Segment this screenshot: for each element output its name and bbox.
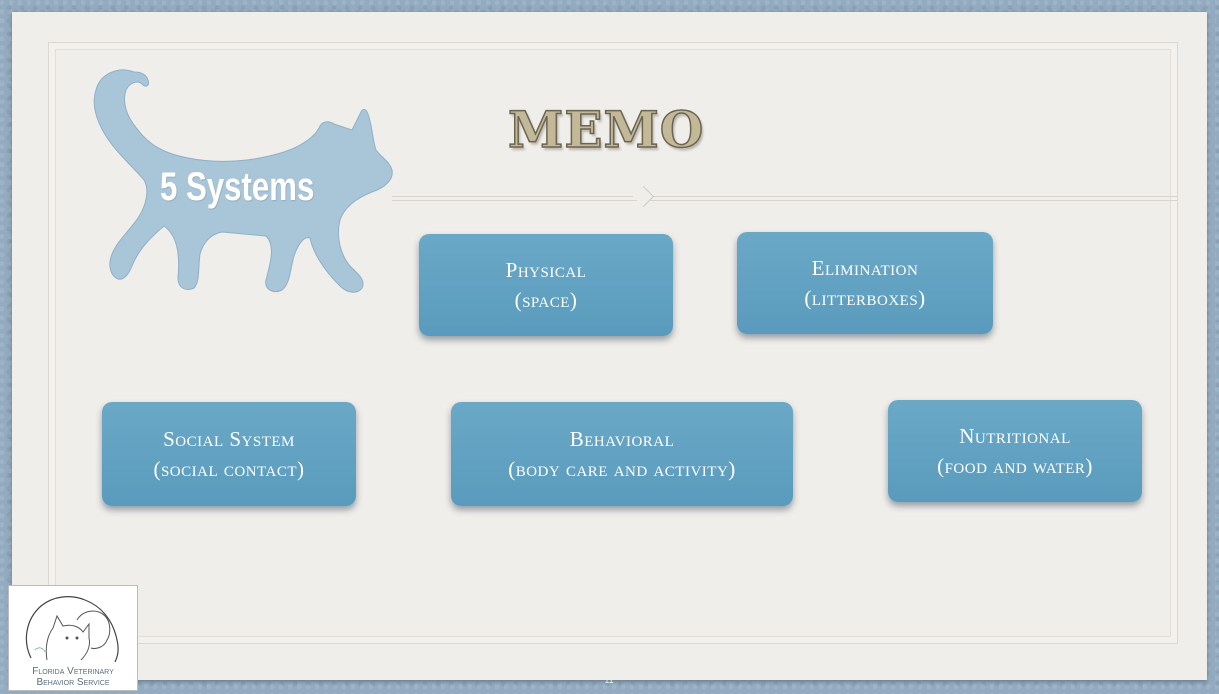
system-name: Elimination <box>811 255 919 280</box>
title-divider <box>392 196 1177 201</box>
system-detail: (social contact) <box>153 457 305 481</box>
system-detail: (food and water) <box>937 454 1093 478</box>
logo-animal-outline-icon <box>25 596 119 663</box>
logo-text-line-1: Florida Veterinary <box>32 666 114 677</box>
system-box-nutritional: Nutritional (food and water) <box>888 400 1142 502</box>
system-name: Social System <box>163 426 295 451</box>
logo-text-line-2: Behavior Service <box>36 677 110 688</box>
slide <box>12 12 1207 680</box>
system-detail: (litterboxes) <box>804 286 926 310</box>
system-name: Behavioral <box>569 426 675 451</box>
inner-frame <box>48 42 1178 644</box>
system-box-behavioral: Behavioral (body care and activity) <box>451 402 793 506</box>
system-detail: (space) <box>514 288 578 312</box>
clinic-logo: Florida Veterinary Behavior Service <box>8 585 138 691</box>
page-number: 11 <box>604 675 614 685</box>
cat-silhouette-icon <box>93 69 393 293</box>
system-box-physical: Physical (space) <box>419 234 673 336</box>
system-box-social: Social System (social contact) <box>102 402 356 506</box>
cat-label: 5 Systems <box>160 165 315 209</box>
system-box-elimination: Elimination (litterboxes) <box>737 232 993 334</box>
system-name: Physical <box>505 257 587 282</box>
slide-title: MEMO <box>507 99 705 160</box>
system-detail: (body care and activity) <box>508 457 736 481</box>
system-name: Nutritional <box>959 423 1071 448</box>
